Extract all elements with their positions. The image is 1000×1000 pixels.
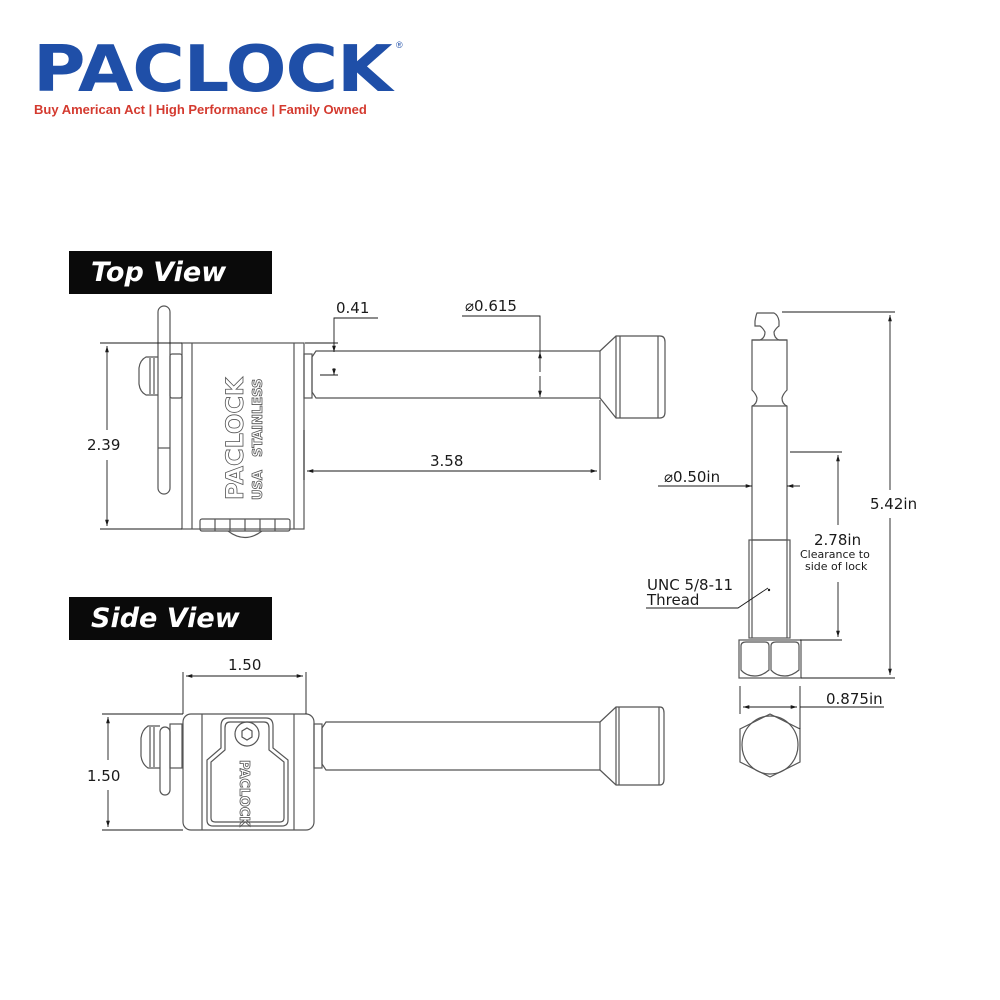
pin-detail-drawing <box>738 312 802 778</box>
top-view-plate <box>157 305 171 495</box>
pin-detail-dimensions <box>646 311 895 729</box>
top-view-label: Top View <box>69 251 272 294</box>
side-body-brand-stamp: PACLOCK <box>236 760 251 827</box>
dim-pin-diameter: ⌀0.50in <box>664 468 720 486</box>
top-body-brand-stamp: PACLOCK <box>221 376 249 500</box>
side-view-label: Side View <box>69 597 272 640</box>
brand-wordmark: PACLOCK <box>33 33 393 107</box>
pin-detail-hex-end <box>739 713 801 778</box>
brand-tagline: Buy American Act | High Performance | Fa… <box>34 102 367 117</box>
thread-spec-line1: UNC 5/8-11 <box>647 576 733 594</box>
dim-pin-clearance: 2.78in <box>814 531 861 549</box>
registered-trademark-icon: ® <box>396 40 403 50</box>
top-view-pin <box>311 350 601 399</box>
top-view-stamp: PACLOCK USA STAINLESS <box>221 376 267 501</box>
side-view-body <box>182 713 315 831</box>
top-body-stainless-stamp: STAINLESS <box>251 379 266 457</box>
dim-top-pin-length: 3.58 <box>430 452 463 470</box>
top-body-usa-stamp: USA <box>251 470 266 500</box>
dim-pin-overall-length: 5.42in <box>870 495 917 513</box>
side-view-pin <box>321 721 601 771</box>
dim-top-pin-offset: 0.41 <box>336 299 369 317</box>
thread-spec-line2: Thread <box>646 591 699 609</box>
thread-leader-dot <box>767 588 771 592</box>
side-view-drawing <box>140 706 665 831</box>
top-view-drawing <box>138 305 666 539</box>
dim-side-height: 1.50 <box>87 767 120 785</box>
pin-detail-nut-side <box>738 639 802 679</box>
brand-logo: PACLOCK ® <box>33 38 403 102</box>
side-view-knob <box>140 725 160 769</box>
dim-top-pin-diameter: ⌀0.615 <box>465 297 517 315</box>
clearance-note-line1: Clearance to <box>800 548 870 561</box>
top-view-dimensions <box>100 315 601 530</box>
dim-side-width: 1.50 <box>228 656 261 674</box>
top-view-knob <box>138 356 158 396</box>
side-view-dimensions <box>102 672 307 831</box>
dim-hex-width: 0.875in <box>826 690 883 708</box>
pin-detail-thread <box>748 539 791 639</box>
clearance-note-line2: side of lock <box>805 560 868 573</box>
dim-top-height: 2.39 <box>87 436 120 454</box>
